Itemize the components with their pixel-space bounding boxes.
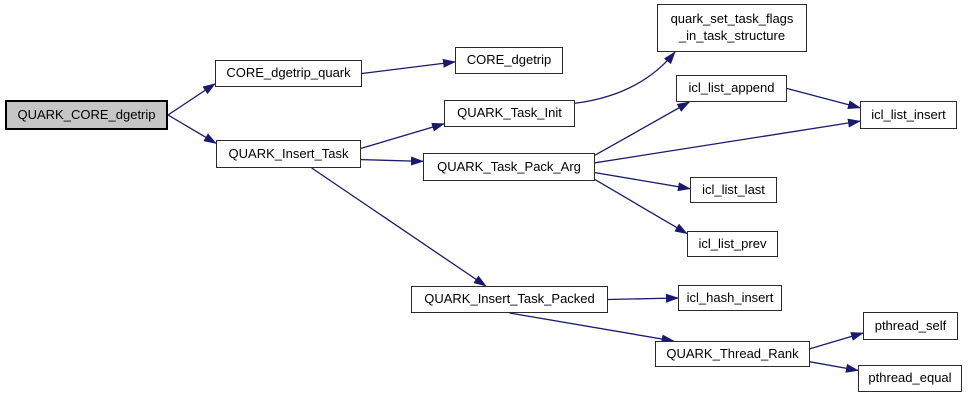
node-core-dgetrip[interactable]: CORE_dgetrip [455,47,563,74]
node-quark-set-task-flags-in-task-structure[interactable]: quark_set_task_flags _in_task_structure [657,4,807,52]
edge-quark-task-pack-arg-to-icl-list-prev [594,179,688,235]
node-quark-insert-task[interactable]: QUARK_Insert_Task [216,140,361,168]
edge-quark-task-init-to-quark-set-task-flags-in-task-structure [574,51,676,104]
node-quark-core-dgetrip: QUARK_CORE_dgetrip [5,100,168,130]
node-icl-list-insert[interactable]: icl_list_insert [860,101,957,129]
node-quark-task-init[interactable]: QUARK_Task_Init [444,100,575,127]
edge-quark-insert-task-to-quark-task-pack-arg [360,156,424,166]
edge-icl-list-append-to-icl-list-insert [786,87,861,110]
edge-quark-task-pack-arg-to-icl-list-append [594,101,691,156]
node-icl-list-last[interactable]: icl_list_last [690,177,777,203]
edge-quark-insert-task-packed-to-quark-thread-rank [509,312,675,344]
node-quark-thread-rank[interactable]: QUARK_Thread_Rank [655,341,810,367]
edge-quark-thread-rank-to-pthread-self [809,332,864,350]
node-pthread-self[interactable]: pthread_self [863,312,958,340]
edge-quark-insert-task-to-quark-insert-task-packed [311,167,487,287]
edge-quark-thread-rank-to-pthread-equal [809,361,859,373]
edge-quark-task-pack-arg-to-icl-list-insert [594,118,861,164]
node-quark-insert-task-packed[interactable]: QUARK_Insert_Task_Packed [411,286,608,313]
edge-quark-core-dgetrip-to-quark-insert-task [167,114,217,144]
node-pthread-equal[interactable]: pthread_equal [858,365,962,392]
edge-quark-task-pack-arg-to-icl-list-last [594,171,691,192]
edge-quark-insert-task-packed-to-icl-hash-insert [607,293,679,303]
node-core-dgetrip-quark[interactable]: CORE_dgetrip_quark [215,60,362,87]
node-icl-list-append[interactable]: icl_list_append [676,75,787,102]
node-icl-list-prev[interactable]: icl_list_prev [687,231,778,257]
edge-core-dgetrip-quark-to-core-dgetrip [361,58,456,75]
node-icl-hash-insert[interactable]: icl_hash_insert [678,285,782,311]
edge-quark-core-dgetrip-to-core-dgetrip-quark [167,83,216,116]
edge-quark-insert-task-to-quark-task-init [360,122,445,150]
node-quark-task-pack-arg[interactable]: QUARK_Task_Pack_Arg [423,153,595,181]
